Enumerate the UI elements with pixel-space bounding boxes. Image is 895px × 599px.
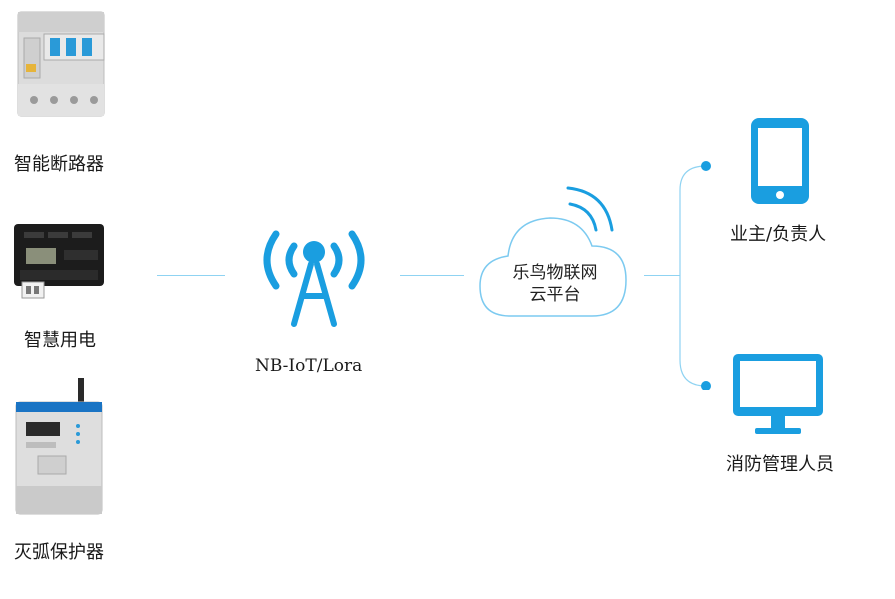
arc-protector-label: 灭弧保护器	[14, 542, 104, 563]
cloud-line1: 乐鸟物联网	[512, 263, 598, 283]
owner-branch-dot	[701, 161, 711, 171]
connector-antenna-cloud	[400, 275, 464, 276]
connector-devices-antenna	[157, 275, 225, 276]
smart-power-label: 智慧用电	[24, 330, 96, 351]
arc-protector-icon	[15, 378, 103, 515]
cloud-icon	[479, 186, 627, 317]
circuit-breaker-device	[10, 8, 110, 120]
owner-label: 业主/负责人	[730, 224, 827, 245]
smartphone-icon	[751, 118, 809, 204]
circuit-breaker-icon	[17, 11, 105, 117]
connector-cloud-branch	[644, 275, 680, 276]
cloud-text: 乐鸟物联网 云平台	[490, 262, 620, 306]
branch-connector	[679, 161, 711, 390]
fire-branch-dot	[701, 381, 711, 390]
antenna-tower-icon	[263, 230, 365, 327]
smart-power-module-icon	[14, 224, 104, 299]
arc-protector-device	[14, 376, 104, 516]
monitor-icon	[733, 354, 823, 434]
smart-power-device	[12, 222, 106, 300]
breaker-label: 智能断路器	[14, 154, 104, 175]
cloud-line2: 云平台	[529, 285, 581, 305]
network-label: NB-IoT/Lora	[255, 356, 363, 376]
fire-label: 消防管理人员	[726, 454, 834, 475]
